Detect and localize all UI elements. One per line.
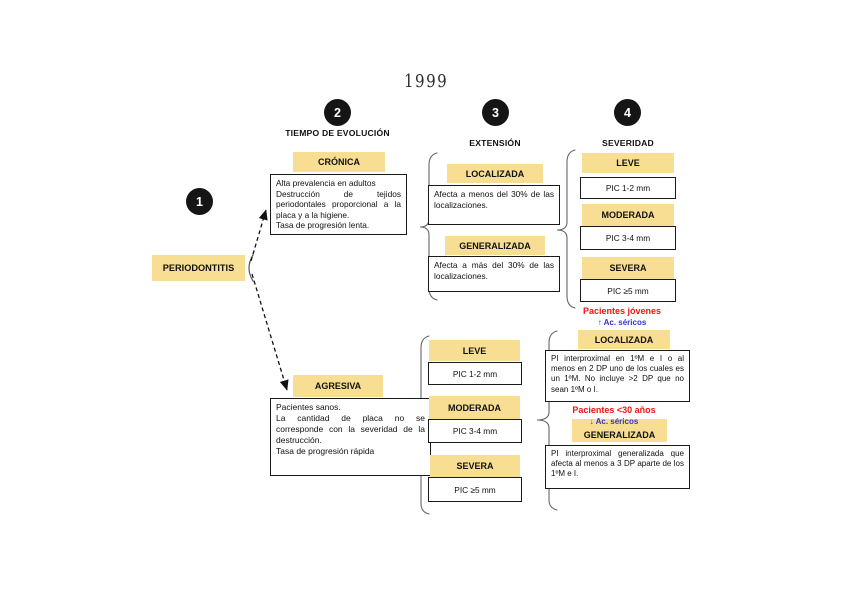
severity-leve-label-box-top: LEVE	[582, 153, 674, 173]
step-circle-1: 1	[186, 188, 213, 215]
severity-severa-value-box-bottom: PIC ≥5 mm	[428, 477, 522, 502]
periodontitis-box: PERIODONTITIS	[152, 255, 245, 281]
agresiva-localizada-serum-note: ↑ Ac. séricos	[597, 318, 647, 327]
extension-generalizada-label-box: GENERALIZADA	[445, 236, 545, 255]
severity-leve-label-box-bottom: LEVE	[429, 340, 520, 361]
extension-generalizada-description-box: Afecta a más del 30% de las localizacion…	[428, 256, 560, 292]
extension-localizada-label-box: LOCALIZADA	[447, 164, 543, 183]
agresiva-localizada-label-box: LOCALIZADA	[578, 330, 670, 349]
dashed-arrow-to-agresiva	[251, 273, 289, 391]
agresiva-generalizada-patient-note: Pacientes <30 años	[572, 405, 656, 415]
header-extension: EXTENSIÓN	[469, 138, 521, 148]
step-circle-2: 2	[324, 99, 351, 126]
fork-bracket	[248, 254, 254, 282]
year-note: 1999	[404, 70, 449, 92]
severity-moderada-value-box-bottom: PIC 3-4 mm	[428, 419, 522, 443]
severity-leve-value-box-top: PIC 1-2 mm	[580, 177, 676, 199]
severity-severa-label-box-top: SEVERA	[582, 257, 674, 279]
severity-severa-label-box-bottom: SEVERA	[430, 455, 520, 477]
severity-moderada-label-box-top: MODERADA	[582, 204, 674, 226]
step-circle-3: 3	[482, 99, 509, 126]
agresiva-generalizada-description-box: PI interproximal generalizada que afecta…	[545, 445, 690, 489]
agresiva-generalizada-label-box: GENERALIZADA	[572, 419, 667, 442]
severity-severa-value-box-top: PIC ≥5 mm	[580, 279, 676, 302]
severity-moderada-value-box-top: PIC 3-4 mm	[580, 226, 676, 250]
extension-localizada-description-box: Afecta a menos del 30% de las localizaci…	[428, 185, 560, 225]
agresiva-label-box: AGRESIVA	[293, 375, 383, 397]
severity-moderada-label-box-bottom: MODERADA	[429, 396, 520, 419]
header-tiempo-evolucion: TIEMPO DE EVOLUCIÓN	[285, 128, 390, 138]
step-circle-4: 4	[614, 99, 641, 126]
cronica-description-box: Alta prevalencia en adultos Destrucción …	[270, 174, 407, 236]
header-severidad: SEVERIDAD	[602, 138, 654, 148]
agresiva-localizada-patient-note: Pacientes jóvenes	[582, 306, 662, 316]
agresiva-generalizada-serum-note: ↓ Ac. séricos	[589, 417, 639, 426]
severity-leve-value-box-bottom: PIC 1-2 mm	[428, 362, 522, 385]
dashed-arrow-to-cronica	[250, 209, 268, 262]
agresiva-localizada-description-box: PI interproximal en 1ºM e I o al menos e…	[545, 350, 690, 402]
cronica-label-box: CRÓNICA	[293, 152, 385, 172]
agresiva-description-box: Pacientes sanos. La cantidad de placa no…	[270, 398, 431, 476]
